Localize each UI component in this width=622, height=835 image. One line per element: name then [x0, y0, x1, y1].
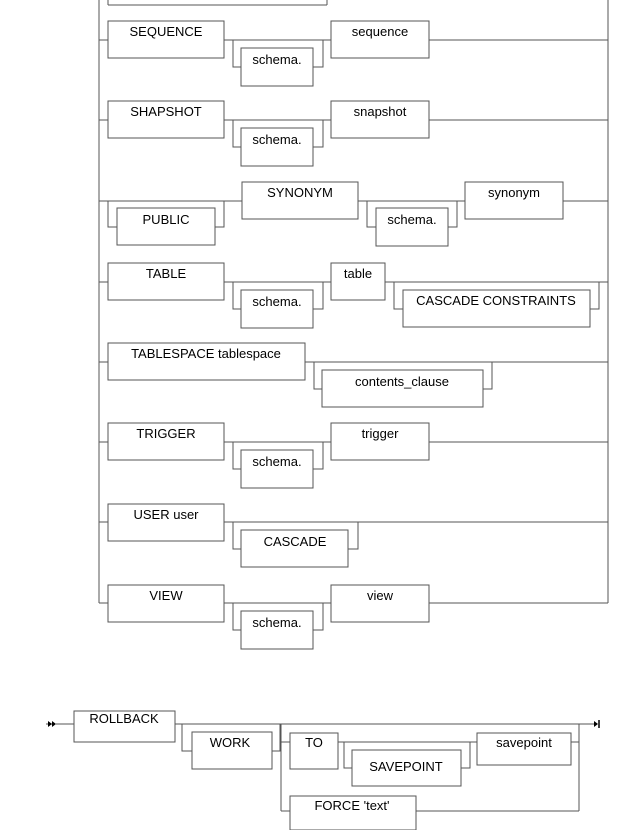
public-keyword: PUBLIC: [143, 212, 190, 227]
force-text-keyword: FORCE 'text': [314, 798, 389, 813]
table-row: schema. TABLE table CASCADE CONSTRAINTS: [99, 262, 608, 329]
to-keyword: TO: [305, 735, 323, 750]
snapshot-keyword: SHAPSHOT: [130, 104, 202, 119]
schema-label: schema.: [252, 132, 301, 147]
schema-label: schema.: [252, 294, 301, 309]
synonym-keyword: SYNONYM: [267, 185, 333, 200]
end-marker-icon: [594, 720, 600, 728]
trigger-name: trigger: [362, 426, 400, 441]
synonym-row: PUBLIC SYNONYM schema. synonym: [99, 181, 608, 247]
synonym-name: synonym: [488, 185, 540, 200]
tablespace-row: contents_clause TABLESPACE tablespace: [99, 342, 608, 408]
view-name: view: [367, 588, 394, 603]
table-name: table: [344, 266, 372, 281]
sequence-row: schema. SEQUENCE sequence: [99, 20, 608, 87]
cascade-constraints-keyword: CASCADE CONSTRAINTS: [416, 293, 576, 308]
snapshot-name: snapshot: [354, 104, 407, 119]
sequence-name: sequence: [352, 24, 408, 39]
work-keyword: WORK: [210, 735, 251, 750]
trigger-row: schema. TRIGGER trigger: [99, 422, 608, 489]
savepoint-keyword: SAVEPOINT: [369, 759, 443, 774]
rollback-diagram: WORK SAVEPOINT TO savepoint FORCE 'text'…: [46, 710, 600, 831]
view-keyword: VIEW: [149, 588, 183, 603]
view-row: schema. VIEW view: [99, 584, 608, 650]
rollback-keyword: ROLLBACK: [89, 711, 159, 726]
drop-object-diagram: schema. SEQUENCE sequence schema. SHAPSH…: [98, 0, 609, 650]
trigger-keyword: TRIGGER: [136, 426, 195, 441]
user-keyword: USER user: [133, 507, 199, 522]
table-keyword: TABLE: [146, 266, 187, 281]
schema-label: schema.: [252, 615, 301, 630]
cascade-keyword: CASCADE: [264, 534, 327, 549]
start-marker-icon: [46, 721, 56, 727]
tablespace-keyword: TABLESPACE tablespace: [131, 346, 281, 361]
user-row: CASCADE USER user: [99, 503, 608, 568]
savepoint-name: savepoint: [496, 735, 552, 750]
sequence-keyword: SEQUENCE: [130, 24, 203, 39]
snapshot-row: schema. SHAPSHOT snapshot: [99, 100, 608, 167]
schema-label: schema.: [252, 52, 301, 67]
schema-label: schema.: [252, 454, 301, 469]
schema-label: schema.: [387, 212, 436, 227]
contents-clause: contents_clause: [355, 374, 449, 389]
